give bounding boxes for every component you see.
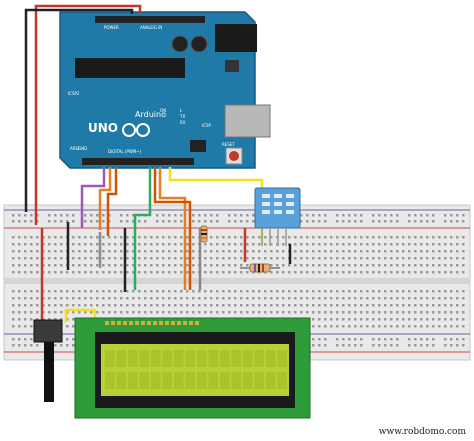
microcontroller-chip bbox=[75, 58, 185, 78]
wire-orange-2 bbox=[106, 167, 118, 236]
lcd-character-grid bbox=[105, 350, 287, 389]
wire-black-gnd bbox=[24, 8, 134, 212]
capacitor bbox=[190, 35, 208, 53]
rx-label: RX bbox=[180, 120, 186, 125]
capacitor bbox=[171, 35, 189, 53]
lcd-display bbox=[74, 317, 311, 419]
digital-header bbox=[82, 158, 194, 165]
on-label: ON bbox=[160, 108, 166, 113]
dht-sensor bbox=[254, 187, 301, 246]
arduino-brand: Arduino bbox=[135, 110, 166, 119]
arduino-model: UNO bbox=[88, 121, 118, 135]
wire-orange-1 bbox=[98, 167, 112, 230]
arduino-board: UNO Arduino POWER ANALOG IN DIGITAL (PWM… bbox=[59, 11, 271, 169]
digital-label: DIGITAL (PWM~) bbox=[108, 149, 142, 154]
potentiometer bbox=[33, 319, 63, 402]
arduino-pcb bbox=[59, 11, 256, 169]
reset-button-cap bbox=[229, 151, 239, 161]
icsp2-label: ICSP2 bbox=[68, 91, 80, 96]
tx-label: TX bbox=[179, 114, 185, 119]
wire-purple bbox=[80, 167, 106, 228]
potentiometer-shaft bbox=[44, 342, 54, 402]
arduino-logo-icon bbox=[122, 123, 150, 137]
aref-label: AREF bbox=[70, 146, 81, 151]
lcd-pin-header bbox=[105, 321, 199, 325]
analog-label: ANALOG IN bbox=[140, 25, 162, 30]
watermark: www.robdomo.com bbox=[378, 427, 466, 437]
wire-green bbox=[133, 167, 152, 290]
power-jack bbox=[215, 24, 257, 52]
power-header bbox=[95, 16, 205, 23]
usb-connector bbox=[224, 104, 271, 138]
wire-orange-4 bbox=[153, 167, 192, 290]
wire-orange-3 bbox=[158, 167, 187, 290]
voltage-regulator bbox=[225, 60, 239, 72]
breadboard-channel bbox=[4, 278, 470, 284]
icsp-label: ICSP bbox=[202, 123, 212, 128]
l-label: L bbox=[180, 108, 183, 113]
wire-red-5v bbox=[34, 4, 142, 225]
gnd-label: GND bbox=[78, 146, 87, 151]
resistor-horizontal bbox=[240, 263, 280, 273]
breadboard-holes bbox=[12, 214, 465, 347]
icsp-header bbox=[190, 140, 206, 152]
reset-label: RESET bbox=[222, 142, 235, 147]
resistor-vertical bbox=[200, 225, 208, 243]
power-label: POWER bbox=[104, 25, 119, 30]
